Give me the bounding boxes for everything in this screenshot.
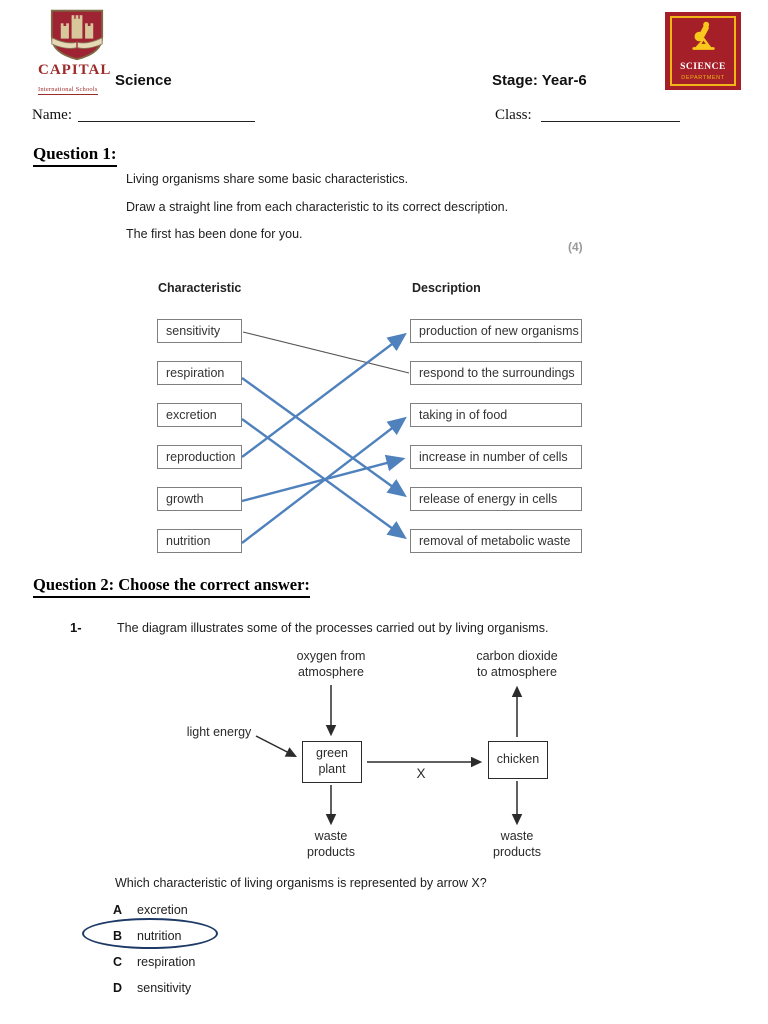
description-box-taking-food: taking in of food [410, 403, 582, 427]
description-box-production: production of new organisms [410, 319, 582, 343]
question1-heading: Question 1: [33, 144, 117, 167]
q2-intro-text: The diagram illustrates some of the proc… [117, 621, 549, 635]
dept-logo-subtitle: DEPARTMENT [681, 75, 725, 81]
line-reproduction [241, 332, 407, 458]
question2-heading: Question 2: Choose the correct answer: [33, 575, 310, 598]
q1-marks-badge: (4) [568, 240, 583, 254]
option-d-letter: D [113, 981, 123, 995]
science-department-logo: SCIENCE DEPARTMENT [665, 12, 741, 90]
description-column-header: Description [412, 281, 481, 295]
chicken-waste-label: waste products [493, 829, 541, 859]
school-name: CAPITAL [38, 62, 112, 78]
description-box-respond: respond to the surroundings [410, 361, 582, 385]
characteristic-box-excretion: excretion [157, 403, 242, 427]
oxygen-label: oxygen from atmosphere [296, 649, 366, 679]
q2-question-text: Which characteristic of living organisms… [115, 876, 487, 890]
option-d-text: sensitivity [137, 981, 192, 995]
line-nutrition [241, 416, 407, 544]
option-c-text: respiration [137, 955, 196, 969]
dept-logo-title: SCIENCE [680, 62, 726, 72]
class-blank-line [541, 106, 680, 122]
diagram-arrows [255, 685, 523, 826]
carbon-dioxide-label: carbon dioxide to atmosphere [476, 649, 558, 679]
class-label: Class: [495, 107, 532, 123]
characteristic-box-reproduction: reproduction [157, 445, 242, 469]
description-box-increase: increase in number of cells [410, 445, 582, 469]
line-excretion [241, 418, 407, 540]
school-logo: CAPITAL International Schools [38, 8, 124, 95]
stage-label: Stage: Year-6 [492, 72, 587, 89]
name-blank-line [78, 106, 255, 122]
q1-instruction-line: The first has been done for you. [126, 227, 303, 241]
name-label: Name: [32, 107, 72, 123]
characteristic-box-nutrition: nutrition [157, 529, 242, 553]
q1-matching-exercise: Characteristic Description sensitivity r… [0, 278, 768, 570]
option-a-text: excretion [137, 903, 188, 917]
option-a-letter: A [113, 903, 123, 917]
matching-lines [241, 331, 410, 544]
line-growth [241, 454, 406, 503]
chicken-box: chicken [488, 741, 548, 779]
characteristic-column-header: Characteristic [158, 281, 242, 295]
arrow-x-label: X [416, 766, 426, 781]
school-shield-icon [50, 9, 104, 61]
microscope-icon [692, 21, 715, 50]
school-tagline: International Schools [38, 86, 98, 95]
characteristic-box-respiration: respiration [157, 361, 242, 385]
q1-instruction-line: Living organisms share some basic charac… [126, 172, 409, 186]
plant-waste-label: waste products [307, 829, 355, 859]
green-plant-box: green plant [302, 741, 362, 783]
q2-item-number: 1- [70, 620, 82, 635]
line-respiration [241, 377, 407, 498]
logo-frame [670, 16, 736, 86]
example-line-sensitivity [242, 331, 410, 374]
characteristic-box-growth: growth [157, 487, 242, 511]
description-box-release: release of energy in cells [410, 487, 582, 511]
description-box-removal: removal of metabolic waste [410, 529, 582, 553]
option-c-letter: C [113, 955, 123, 969]
q1-instruction-line: Draw a straight line from each character… [126, 200, 509, 214]
arrow-light-to-plant [255, 735, 298, 758]
light-energy-label: light energy [186, 725, 252, 739]
q2-process-diagram: oxygen from atmosphere carbon dioxide to… [0, 645, 768, 867]
subject-title: Science [115, 72, 172, 89]
characteristic-box-sensitivity: sensitivity [157, 319, 242, 343]
selected-answer-circle [82, 918, 218, 949]
